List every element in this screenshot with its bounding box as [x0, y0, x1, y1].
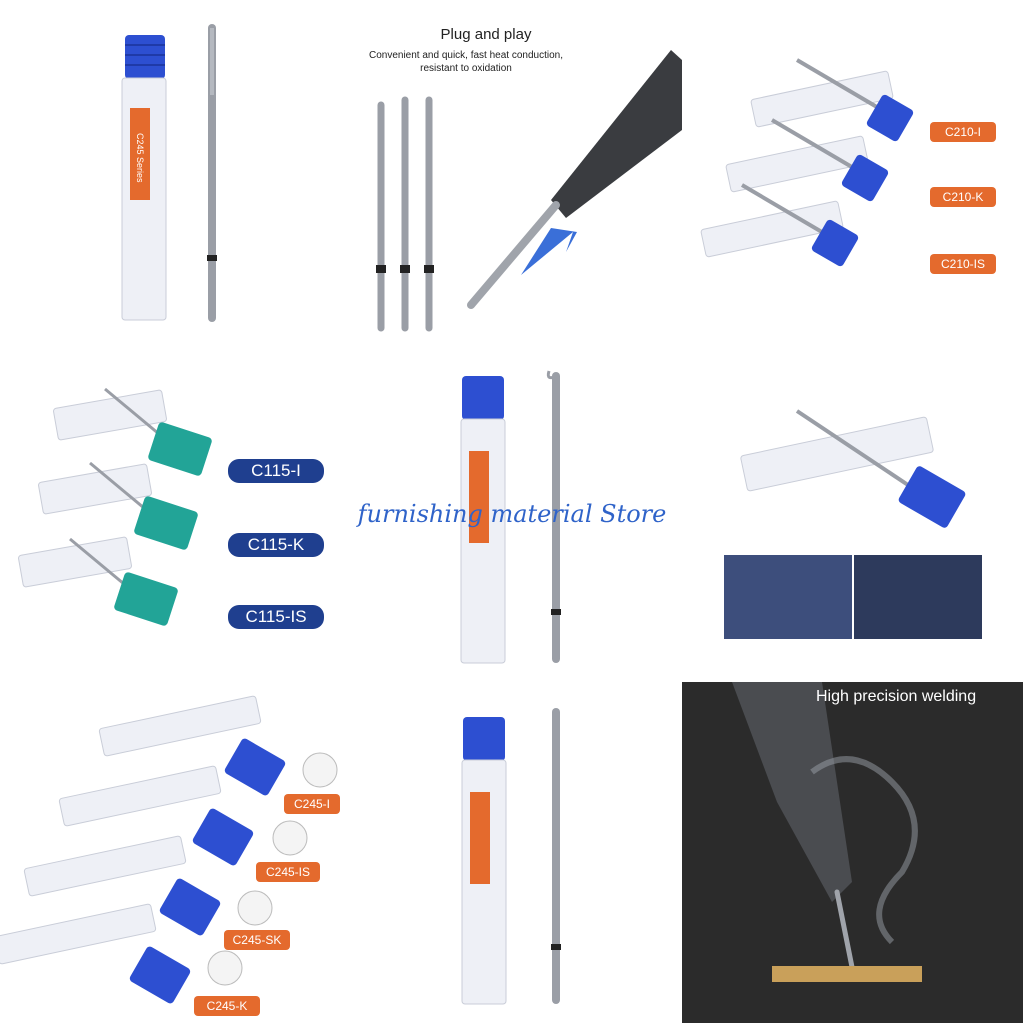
store-watermark: furnishing material Store: [357, 500, 667, 528]
c210-cap-1: [866, 94, 914, 142]
c210-cap-3: [811, 219, 859, 267]
pcb-board: [772, 966, 922, 982]
c245-is-tag: C245-IS: [256, 862, 320, 882]
workshop-photo-1: [724, 555, 852, 639]
insert-arrow: [521, 228, 577, 275]
plug-desc-1: Convenient and quick, fast heat conducti…: [368, 50, 564, 61]
cell-plug-and-play: Plug and play Convenient and quick, fast…: [341, 0, 682, 341]
orange-label: [130, 108, 150, 200]
cell-c210: C210-I C210-K C210-IS: [682, 0, 1023, 341]
c210-i-tag: C210-I: [930, 122, 996, 142]
cell-boxed-tip-3: [341, 682, 682, 1023]
c210-k-tag: C210-K: [930, 187, 996, 207]
welding-tip: [834, 889, 855, 970]
welding-title: High precision welding: [816, 688, 977, 705]
c115-tips-illustration: [18, 387, 212, 626]
cell-c115: C115-I C115-K C115-IS: [0, 341, 341, 682]
c115-k-tag: C115-K: [228, 533, 324, 557]
c210-box-2: [725, 135, 869, 193]
c245-k-tag: C245-K: [194, 996, 260, 1016]
cell-c245: C245-I C245-IS C245-SK C245-K: [0, 682, 341, 1023]
three-tips: [376, 96, 434, 332]
c210-is-tag: C210-IS: [930, 254, 996, 274]
c115-i-tag: C115-I: [228, 459, 324, 483]
c210-box-1: [750, 70, 894, 128]
handle-tip: [467, 201, 560, 309]
welding-illustration: [732, 682, 922, 982]
tip-band: [207, 255, 217, 261]
plug-desc-2: resistant to oxidation: [420, 63, 512, 74]
cell-boxed-tip-2: [341, 341, 682, 682]
box-series-text: C245 Series: [135, 133, 145, 183]
workshop-photo-2: [854, 555, 982, 639]
c210-tips-illustration: [700, 58, 914, 267]
box-cap: [125, 35, 165, 79]
boxed-tip-illustration: [121, 24, 217, 322]
c245-i-tag: C245-I: [284, 794, 340, 814]
iron-handle: [551, 50, 682, 218]
c210-box-3: [700, 200, 844, 258]
plug-title: Plug and play: [440, 26, 532, 43]
smoke: [810, 756, 918, 945]
c115-cap-3: [114, 572, 178, 626]
cell-boxed-tip-1: C245 Series: [0, 0, 341, 341]
welding-handle: [732, 682, 852, 902]
cell-high-precision: High precision welding: [682, 682, 1023, 1023]
c115-is-tag: C115-IS: [228, 605, 324, 629]
c210-cap-2: [841, 154, 889, 202]
boxed-tip-illustration-2: [460, 370, 561, 664]
c210-single-illustration: [724, 409, 982, 639]
boxed-tip-illustration-3: [461, 708, 561, 1005]
c115-cap-2: [134, 496, 198, 550]
handle-illustration: [376, 50, 682, 332]
c245-tips-illustration: [0, 695, 338, 1004]
cell-c210-single: [682, 341, 1023, 682]
c245-sk-tag: C245-SK: [224, 930, 290, 950]
c115-cap-1: [148, 422, 212, 476]
